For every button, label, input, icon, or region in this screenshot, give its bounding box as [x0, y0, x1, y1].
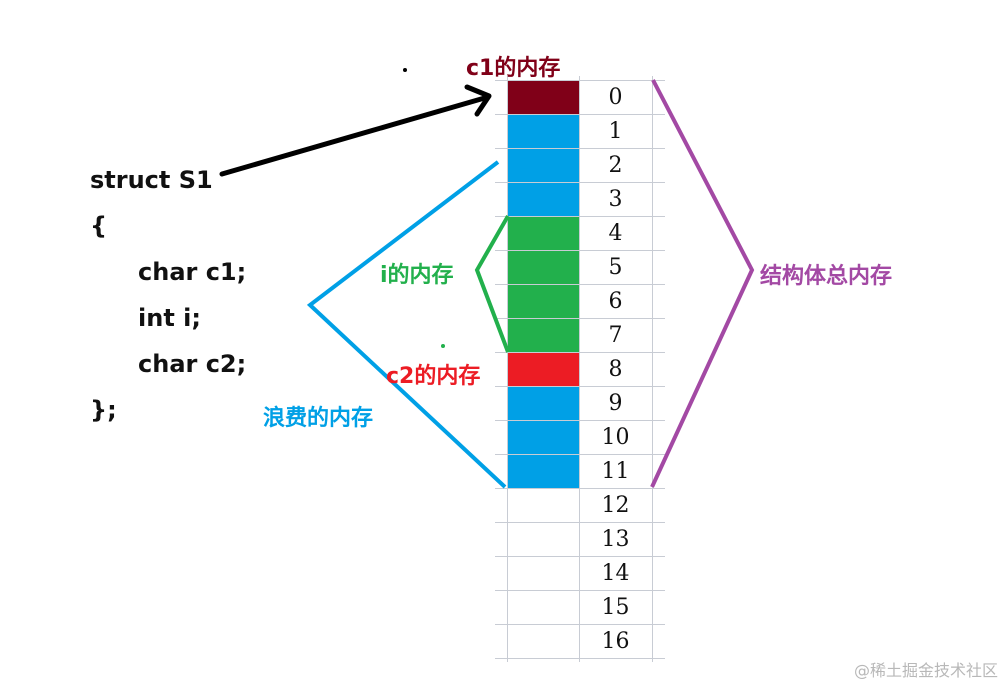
- grid-line: [495, 590, 665, 591]
- grid-line: [495, 522, 665, 523]
- memory-cell-row: 2: [507, 148, 653, 182]
- memory-cell-row: 12: [507, 488, 653, 522]
- memory-offset-label: 13: [601, 527, 630, 552]
- memory-cell-padding: [507, 114, 579, 148]
- memory-cell-row: 3: [507, 182, 653, 216]
- memory-cell-row: 13: [507, 522, 653, 556]
- total-memory-label: 结构体总内存: [760, 264, 893, 289]
- grid-line: [495, 488, 665, 489]
- watermark: @稀土掘金技术社区: [853, 661, 998, 680]
- code-line-char-c2: char c2;: [138, 350, 247, 378]
- memory-cell-i: [507, 250, 579, 284]
- memory-offset-label: 8: [608, 357, 623, 382]
- memory-cell-i: [507, 318, 579, 352]
- memory-offset-label: 12: [601, 493, 630, 518]
- memory-offset-label: 5: [608, 255, 623, 280]
- memory-cell-padding: [507, 454, 579, 488]
- memory-cell-row: 7: [507, 318, 653, 352]
- grid-line: [495, 250, 665, 251]
- i-memory-label: i的内存: [380, 263, 454, 288]
- memory-cell-row: 15: [507, 590, 653, 624]
- grid-line: [507, 76, 508, 662]
- grid-line: [579, 76, 580, 662]
- memory-cell-padding: [507, 182, 579, 216]
- memory-cell-row: 5: [507, 250, 653, 284]
- wasted-memory-label: 浪费的内存: [263, 406, 374, 431]
- memory-cell-row: 11: [507, 454, 653, 488]
- memory-offset-label: 4: [608, 221, 623, 246]
- grid-line: [495, 80, 665, 81]
- memory-cell-c1: [507, 80, 579, 114]
- memory-cell-padding: [507, 420, 579, 454]
- memory-cell-padding: [507, 386, 579, 420]
- memory-cell-row: 8: [507, 352, 653, 386]
- memory-cell-i: [507, 284, 579, 318]
- memory-cell-c2: [507, 352, 579, 386]
- code-line-struct: struct S1: [90, 166, 213, 194]
- memory-offset-label: 3: [608, 187, 623, 212]
- grid-line: [495, 658, 665, 659]
- grid-line: [495, 352, 665, 353]
- memory-cell-row: 9: [507, 386, 653, 420]
- code-line-char-c1: char c1;: [138, 258, 247, 286]
- total-bracket: [650, 79, 755, 488]
- grid-line: [495, 284, 665, 285]
- memory-cell-row: 16: [507, 624, 653, 658]
- i-bracket: [474, 215, 510, 353]
- memory-offset-label: 2: [608, 153, 623, 178]
- memory-cell-row: 4: [507, 216, 653, 250]
- memory-offset-label: 9: [608, 391, 623, 416]
- grid-line: [495, 318, 665, 319]
- memory-cell-row: 6: [507, 284, 653, 318]
- code-line-open-brace: {: [90, 212, 108, 240]
- code-line-close-brace: };: [90, 396, 117, 424]
- grid-line: [495, 216, 665, 217]
- stray-dot-green: [441, 344, 445, 348]
- grid-line: [495, 114, 665, 115]
- memory-cell-row: 14: [507, 556, 653, 590]
- grid-line: [495, 386, 665, 387]
- grid-line: [495, 148, 665, 149]
- memory-cell-i: [507, 216, 579, 250]
- memory-offset-label: 16: [601, 629, 630, 654]
- memory-offset-label: 1: [608, 119, 623, 144]
- grid-line: [495, 556, 665, 557]
- memory-offset-label: 6: [608, 289, 623, 314]
- memory-cell-padding: [507, 148, 579, 182]
- memory-cell-row: 1: [507, 114, 653, 148]
- memory-offset-label: 14: [601, 561, 630, 586]
- c1-memory-label: c1的内存: [466, 56, 561, 81]
- grid-line: [495, 624, 665, 625]
- stray-dot-black: [403, 68, 407, 72]
- arrow-icon: [219, 84, 492, 177]
- memory-offset-label: 10: [601, 425, 630, 450]
- wasted-bracket: [306, 160, 507, 489]
- grid-line: [495, 182, 665, 183]
- memory-offset-label: 15: [601, 595, 630, 620]
- grid-line: [495, 454, 665, 455]
- c2-memory-label: c2的内存: [386, 364, 481, 389]
- memory-cell-row: 0: [507, 80, 653, 114]
- memory-cell-row: 10: [507, 420, 653, 454]
- memory-offset-label: 11: [601, 459, 630, 484]
- grid-line: [652, 76, 653, 662]
- code-line-int-i: int i;: [138, 304, 201, 332]
- memory-offset-label: 7: [608, 323, 623, 348]
- memory-offset-label: 0: [608, 85, 623, 110]
- grid-line: [495, 420, 665, 421]
